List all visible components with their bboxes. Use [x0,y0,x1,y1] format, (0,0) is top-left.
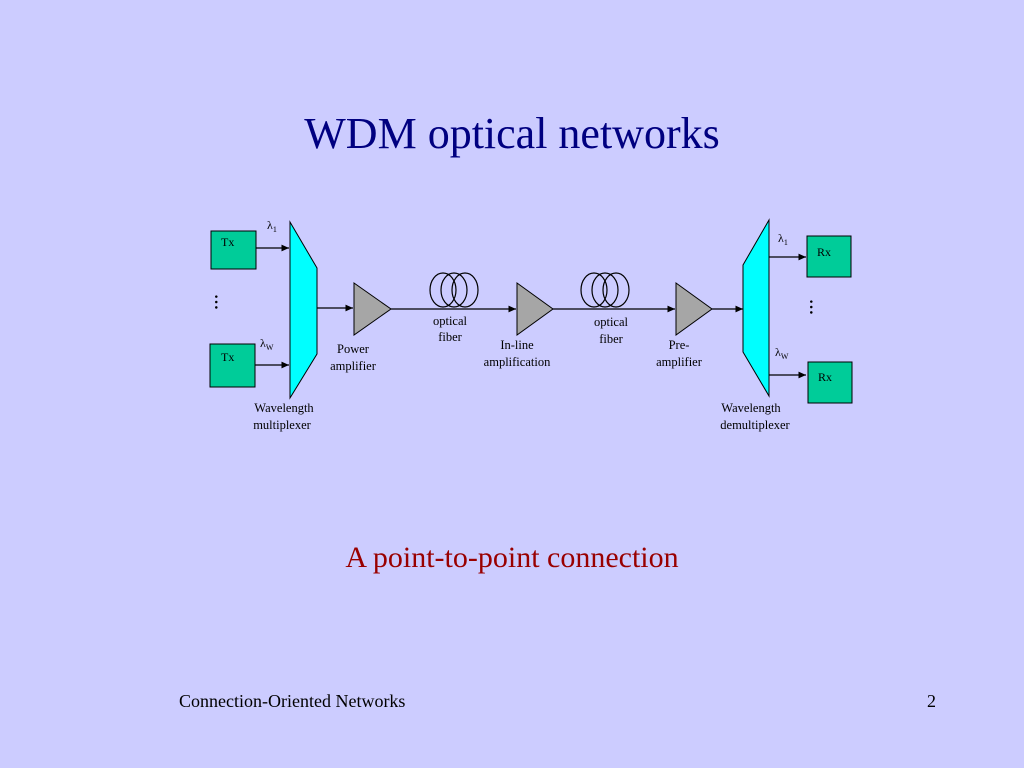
fiber2-label-line2: fiber [599,332,623,346]
inline-amplifier [516,282,554,336]
receiver-ellipsis: … [806,299,823,315]
fiber1-label-line1: optical [433,314,468,328]
receiver-box-1 [806,235,852,278]
power-amplifier-label-line1: Power [337,342,370,356]
transmitter-label-1: Tx [221,235,234,249]
pre-amplifier-label-line1: Pre- [669,338,690,352]
optical-fiber-coil-1 [429,272,479,308]
slide-title: WDM optical networks [304,109,720,158]
mux-lambda-1: λ1 [267,218,277,234]
wavelength-multiplexer [289,220,318,400]
wavelength-demultiplexer [742,218,770,398]
receiver-box-2 [807,361,853,404]
footer-text: Connection-Oriented Networks [179,691,406,711]
receiver-label-1: Rx [817,245,831,259]
slide-subtitle: A point-to-point connection [345,541,679,574]
transmitter-label-2: Tx [221,350,234,364]
pre-amplifier-label-line2: amplifier [656,355,703,369]
transmitter-box-2 [209,343,256,388]
transmitter-box-1 [210,230,257,270]
demultiplexer-label-line1: Wavelength [721,401,781,415]
pre-amplifier [675,282,713,336]
fiber2-label-line1: optical [594,315,629,329]
power-amplifier-label-line2: amplifier [330,359,377,373]
receiver-label-2: Rx [818,370,832,384]
demux-lambda-1: λ1 [778,231,788,247]
inline-amplifier-label-line1: In-line [500,338,534,352]
demux-lambda-w: λW [775,345,789,361]
optical-fiber-coil-2 [580,272,630,308]
fiber1-label-line2: fiber [438,330,462,344]
transmitter-ellipsis: … [211,294,228,310]
demultiplexer-label-line2: demultiplexer [720,418,790,432]
power-amplifier [353,282,392,336]
multiplexer-label-line1: Wavelength [254,401,314,415]
multiplexer-label-line2: multiplexer [253,418,311,432]
page-number: 2 [927,691,936,711]
inline-amplifier-label-line2: amplification [484,355,551,369]
mux-lambda-w: λW [260,336,274,352]
